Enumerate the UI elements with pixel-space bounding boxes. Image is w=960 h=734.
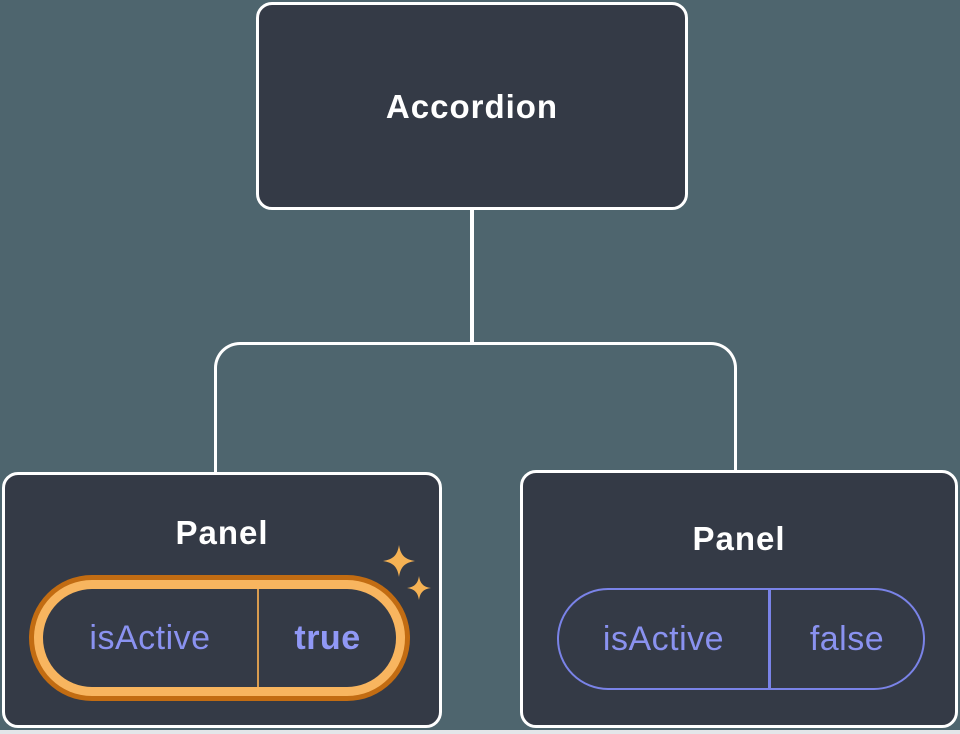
prop-value-label: false	[809, 620, 885, 658]
prop-name-label: isActive	[602, 620, 725, 658]
prop-value-label: true	[294, 619, 361, 657]
panel-node-active: Panel isActive true	[2, 472, 442, 728]
panel-node-inactive: Panel isActive false	[520, 470, 958, 728]
prop-value-cell: true	[259, 589, 396, 687]
prop-name-cell: isActive	[43, 589, 257, 687]
connector-stem	[470, 210, 474, 344]
prop-name-cell: isActive	[559, 590, 768, 688]
accordion-node: Accordion	[256, 2, 688, 210]
prop-pill-active-highlight: isActive true	[29, 575, 410, 701]
pill-divider	[768, 590, 771, 688]
prop-name-label: isActive	[89, 619, 211, 657]
sparkle-icon	[407, 576, 431, 600]
prop-value-cell: false	[771, 590, 923, 688]
prop-pill-active: isActive true	[43, 589, 396, 687]
pill-divider	[257, 589, 259, 687]
sparkle-icon	[383, 545, 415, 577]
accordion-node-label: Accordion	[385, 87, 559, 125]
prop-pill-active-ring: isActive true	[34, 580, 405, 696]
prop-pill-inactive: isActive false	[557, 588, 925, 690]
panel-node-label: Panel	[175, 514, 269, 551]
panel-node-label: Panel	[692, 520, 786, 557]
connector-bracket	[214, 342, 737, 473]
